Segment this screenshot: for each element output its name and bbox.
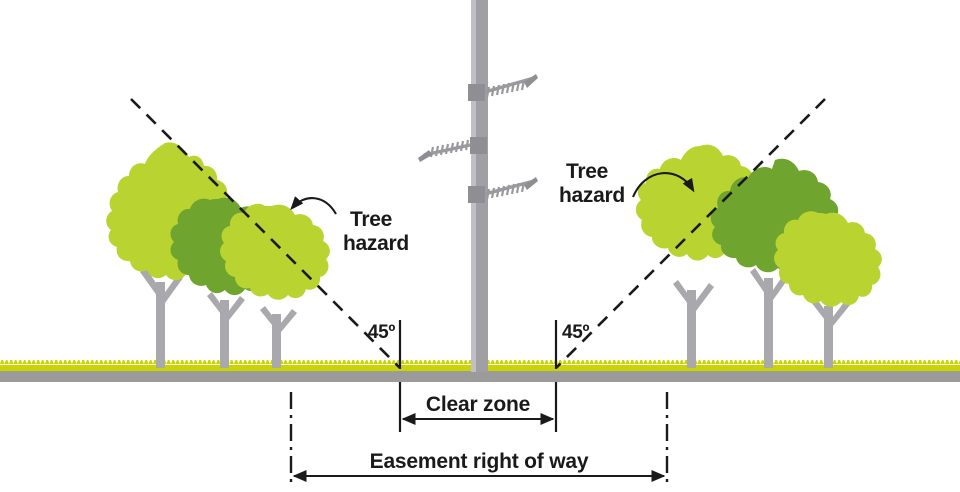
utility-pole xyxy=(418,0,538,372)
easement-dimension xyxy=(289,392,669,488)
tree-canopy-right-3 xyxy=(774,211,882,307)
easement-label: Easement right of way xyxy=(370,450,589,473)
tree-trunk-right-2 xyxy=(750,268,791,368)
tree-hazard-label-right-line2: hazard xyxy=(559,184,625,207)
pole-insulator-lower xyxy=(468,177,538,203)
tree-trunk-left-2 xyxy=(207,292,245,368)
angle-label-left: 45º xyxy=(368,322,396,343)
hazard-line-right xyxy=(555,98,826,369)
tree-canopy-left-3 xyxy=(220,203,330,300)
hazard-angle-lines xyxy=(130,98,826,369)
tree-trunk-right-3 xyxy=(811,298,850,368)
tree-hazard-arrow-right xyxy=(632,172,695,198)
tree-group-right xyxy=(632,144,882,368)
tree-trunk-left-1 xyxy=(140,268,183,368)
angle-label-right: 45º xyxy=(562,322,590,343)
soil-band xyxy=(0,370,960,382)
hazard-line-left xyxy=(130,98,401,369)
clear-zone-reference-lines xyxy=(398,320,558,369)
tree-hazard-label-left-line1: Tree xyxy=(350,208,392,231)
tree-trunk-right-1 xyxy=(673,280,714,368)
clear-zone-label: Clear zone xyxy=(426,393,530,416)
tree-hazard-label-left-line2: hazard xyxy=(343,232,409,255)
clear-zone-dimension xyxy=(398,382,558,432)
tree-hazard-arrow-left xyxy=(290,196,337,215)
tree-trunk-left-3 xyxy=(260,306,297,368)
pole-insulator-middle xyxy=(418,137,487,162)
tree-group-left xyxy=(106,142,337,368)
pole-insulator-upper xyxy=(468,74,538,101)
tree-hazard-label-right-line1: Tree xyxy=(566,160,608,183)
